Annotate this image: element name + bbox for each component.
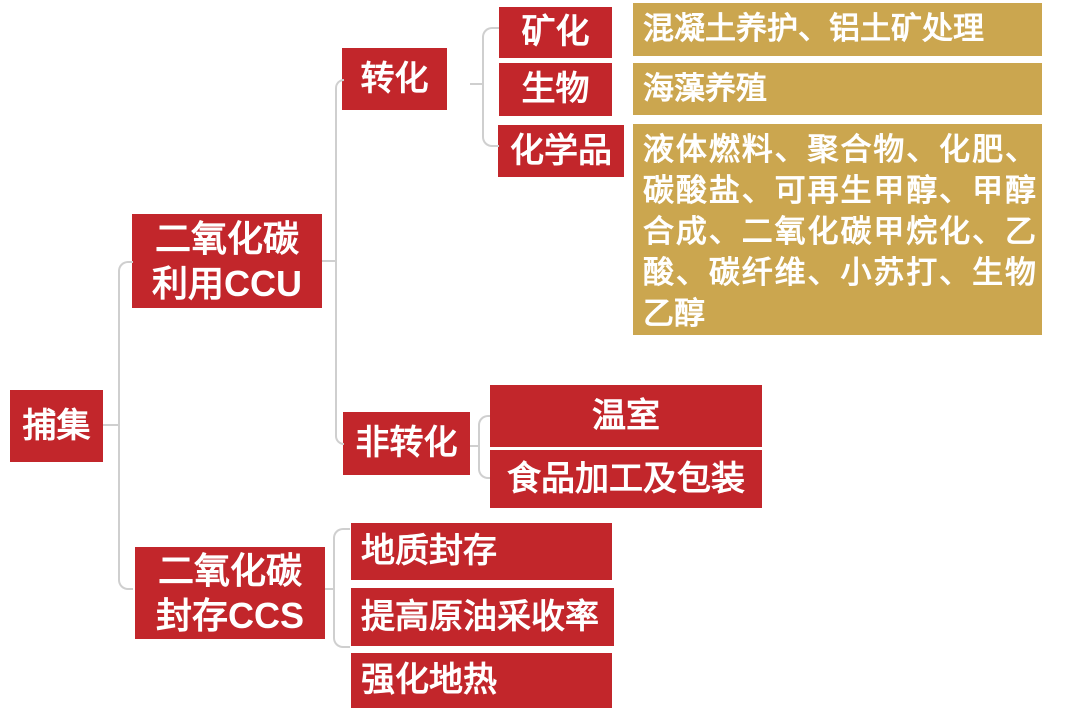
node-ccs-line1: 二氧化碳 <box>157 550 302 591</box>
applications-biological: 海藻养殖 <box>633 63 1042 115</box>
bracket-conversion-children <box>482 27 499 147</box>
node-chemicals: 化学品 <box>498 125 624 177</box>
bracket-non-conversion-children <box>478 415 490 479</box>
node-non-conversion: 非转化 <box>343 412 470 475</box>
node-geological-storage: 地质封存 <box>351 523 612 580</box>
node-conversion: 转化 <box>342 48 447 110</box>
connector-ccs-tick <box>325 588 333 590</box>
node-ccs-line2: 封存CCS <box>155 595 304 636</box>
node-food-packaging: 食品加工及包装 <box>490 450 762 508</box>
node-greenhouse: 温室 <box>490 385 762 447</box>
bracket-capture-children <box>118 261 133 590</box>
node-biological: 生物 <box>499 63 612 116</box>
node-capture: 捕集 <box>10 390 103 462</box>
connector-capture-tick <box>103 424 118 426</box>
node-ccu: 二氧化碳 利用CCU <box>132 214 322 308</box>
connector-ccu-tick <box>322 260 335 262</box>
node-enhanced-oil-recovery: 提高原油采收率 <box>351 588 614 646</box>
applications-chemicals: 液体燃料、聚合物、化肥、碳酸盐、可再生甲醇、甲醇合成、二氧化碳甲烷化、乙酸、碳纤… <box>633 124 1042 335</box>
node-mineralization: 矿化 <box>499 7 612 58</box>
bracket-ccs-children <box>333 528 350 648</box>
node-ccu-line2: 利用CCU <box>152 263 302 304</box>
connector-conversion-tick <box>470 83 482 85</box>
applications-mineralization: 混凝土养护、铝土矿处理 <box>633 3 1042 56</box>
connector-non-conversion-tick <box>470 445 478 447</box>
node-enhanced-geothermal: 强化地热 <box>351 653 612 708</box>
node-ccs: 二氧化碳 封存CCS <box>135 547 325 639</box>
bracket-ccu-children <box>335 79 344 445</box>
node-ccu-line1: 二氧化碳 <box>154 218 299 259</box>
